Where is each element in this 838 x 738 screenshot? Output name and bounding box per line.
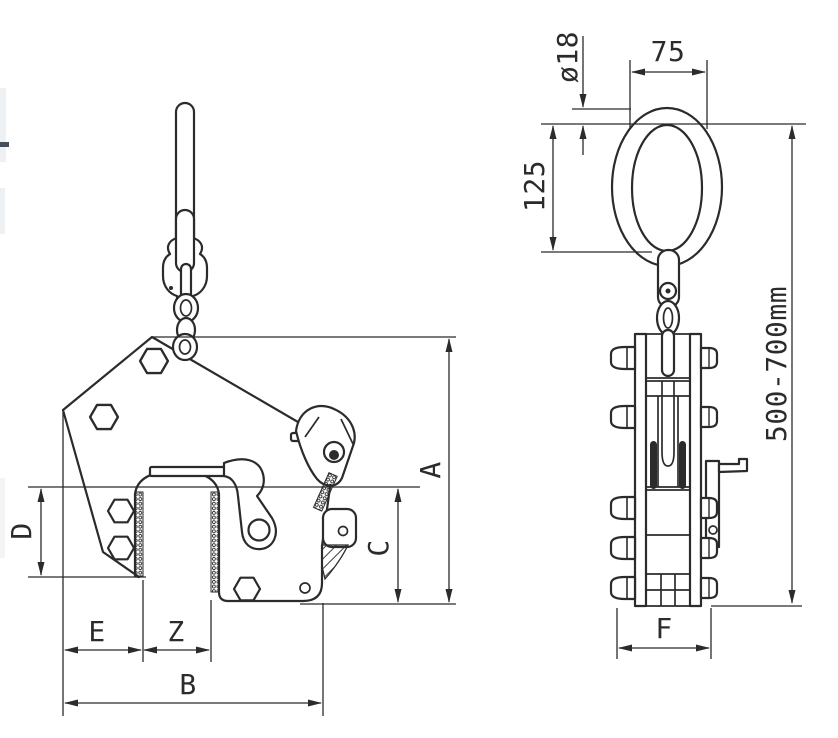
dim-Z: Z: [143, 615, 210, 654]
jaw-serration-left: [134, 491, 144, 577]
dim-label-ring-bar-diameter: ø18: [551, 31, 584, 83]
front-serration-right: [679, 441, 686, 489]
chain-front: [655, 248, 681, 378]
dim-label-Z: Z: [167, 615, 184, 648]
page-edge-artifact: [0, 88, 6, 162]
master-ring: [610, 106, 724, 268]
dim-ring-inner-height: 125: [518, 125, 557, 251]
dim-label-overall-height-range: 500-700mm: [760, 286, 793, 442]
dim-C: C: [362, 488, 402, 603]
dim-label-ring-inner-height: 125: [518, 160, 551, 212]
dim-label-C: C: [362, 539, 395, 556]
page-edge-artifact: [0, 142, 9, 147]
dim-ring-inner-width: 75: [631, 35, 706, 76]
dim-overall-height-range: 500-700mm: [760, 125, 796, 604]
small-hole: [299, 582, 311, 594]
cam-serration: [312, 472, 338, 512]
dim-E: E: [64, 615, 142, 654]
lock-plate-hole: [337, 525, 349, 537]
chain-side: [172, 292, 200, 344]
hatched-wedge: [321, 544, 350, 581]
cam-assembly: [294, 404, 356, 512]
dim-F: F: [618, 612, 710, 652]
dim-A: A: [414, 338, 453, 603]
dim-label-E: E: [88, 615, 105, 648]
dim-label-A: A: [414, 461, 447, 478]
clevis-pin-dot: [169, 286, 173, 290]
lifting-link-bottom: [174, 208, 196, 274]
release-handle-bar: [148, 465, 227, 478]
chain-side-link: [171, 332, 199, 362]
dim-B: B: [64, 668, 322, 707]
dim-label-F: F: [655, 612, 672, 645]
dim-ring-bar-diameter: ø18: [551, 31, 587, 155]
dim-label-ring-inner-width: 75: [651, 35, 686, 68]
page-edge-artifact: [0, 188, 5, 234]
lever-hole: [247, 518, 271, 542]
page-edge-artifact: [0, 478, 5, 558]
front-view: [609, 106, 749, 608]
clamp-body-front: [633, 332, 703, 608]
front-serration-left: [650, 441, 657, 489]
dim-D: D: [5, 488, 45, 576]
cam-hole-center: [329, 450, 339, 460]
side-view: [61, 101, 358, 603]
dim-label-B: B: [179, 668, 196, 701]
dim-label-D: D: [5, 522, 38, 539]
dimension-lines: A C D E: [5, 31, 806, 716]
jaw-tongue: [661, 396, 675, 467]
jaw-serration-right: [210, 491, 220, 593]
